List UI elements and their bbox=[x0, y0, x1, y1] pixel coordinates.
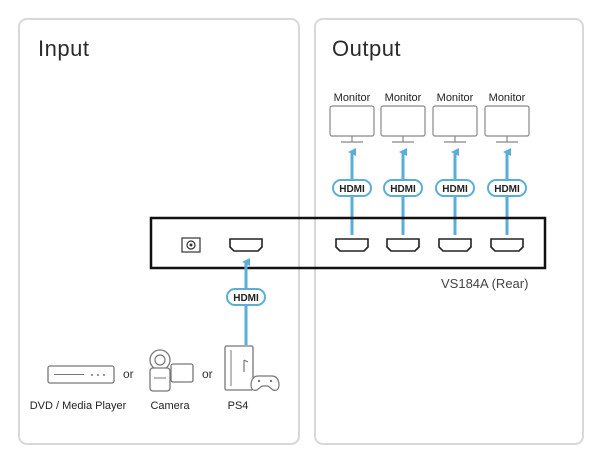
monitor-icon bbox=[484, 105, 530, 143]
hdmi-badge-label: HDMI bbox=[339, 184, 365, 195]
hdmi-badge-label: HDMI bbox=[390, 184, 416, 195]
dvd-player-icon bbox=[47, 365, 115, 384]
monitor-label: Monitor bbox=[488, 92, 526, 104]
monitor-label: Monitor bbox=[333, 92, 371, 104]
hdmi-in-port-icon bbox=[229, 238, 263, 252]
monitor-label: Monitor bbox=[436, 92, 474, 104]
hdmi-out-port-icon bbox=[490, 238, 524, 252]
monitor-label: Monitor bbox=[384, 92, 422, 104]
hdmi-badge: HDMI bbox=[435, 179, 475, 197]
hdmi-badge-label: HDMI bbox=[233, 293, 259, 304]
hdmi-badge: HDMI bbox=[487, 179, 527, 197]
output-panel: Output bbox=[314, 18, 584, 445]
or-separator: or bbox=[123, 367, 134, 381]
hdmi-badge-label: HDMI bbox=[494, 184, 520, 195]
hdmi-out-port-icon bbox=[335, 238, 369, 252]
camera-icon bbox=[149, 349, 194, 392]
hdmi-out-port-icon bbox=[438, 238, 472, 252]
device-rear-panel bbox=[149, 216, 547, 270]
device-label: VS184A (Rear) bbox=[441, 276, 529, 291]
ps4-icon bbox=[224, 345, 280, 391]
dvd-player-label: DVD / Media Player bbox=[29, 400, 127, 412]
output-panel-title: Output bbox=[332, 36, 402, 61]
hdmi-badge-label: HDMI bbox=[442, 184, 468, 195]
or-separator: or bbox=[202, 367, 213, 381]
hdmi-badge: HDMI bbox=[383, 179, 423, 197]
monitor-icon bbox=[380, 105, 426, 143]
monitor-icon bbox=[329, 105, 375, 143]
monitor-icon bbox=[432, 105, 478, 143]
input-panel-title: Input bbox=[38, 36, 90, 61]
camera-label: Camera bbox=[150, 400, 190, 412]
hdmi-badge: HDMI bbox=[332, 179, 372, 197]
hdmi-badge: HDMI bbox=[226, 288, 266, 306]
power-port-icon bbox=[181, 237, 201, 253]
hdmi-out-port-icon bbox=[386, 238, 420, 252]
ps4-label: PS4 bbox=[227, 400, 249, 412]
